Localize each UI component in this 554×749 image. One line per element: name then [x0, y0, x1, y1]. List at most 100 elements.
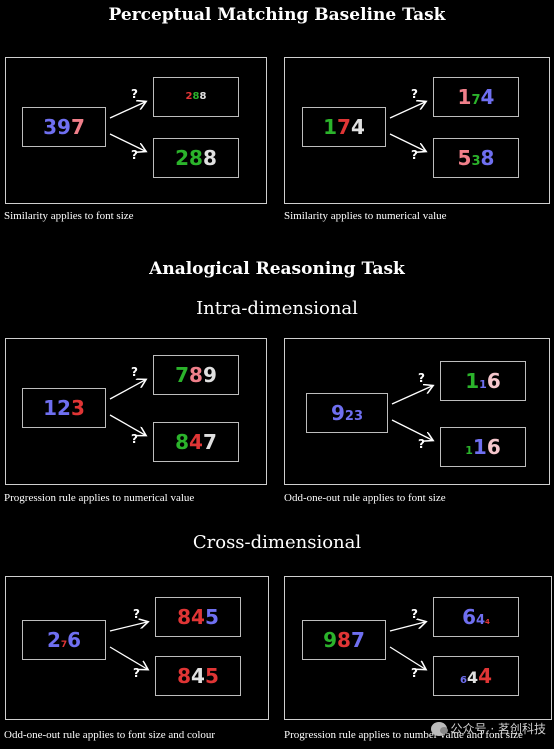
- digit: 4: [466, 668, 479, 687]
- arrow-down: [389, 646, 425, 669]
- digit: 7: [60, 640, 68, 650]
- digit: 1: [472, 435, 487, 459]
- digit: 1: [465, 444, 473, 457]
- digit: 8: [202, 146, 217, 170]
- digit: 3: [70, 396, 85, 420]
- digit: 6: [486, 435, 501, 459]
- digit: 8: [337, 628, 351, 652]
- watermark: 公众号 · 茗创科技: [430, 720, 546, 737]
- question-mark: ?: [133, 607, 140, 621]
- digit: 8: [192, 91, 200, 102]
- panel-caption: Similarity applies to numerical value: [284, 210, 447, 222]
- arrow-up: [389, 102, 425, 119]
- digit: 8: [189, 146, 203, 170]
- digit: 7: [337, 115, 351, 139]
- task-panel: [5, 338, 267, 485]
- arrow-up: [109, 380, 145, 400]
- digit: 7: [350, 628, 365, 652]
- question-mark: ?: [131, 432, 138, 446]
- digit: 2: [185, 91, 193, 102]
- task-panel: [284, 576, 552, 720]
- digit: 9: [330, 401, 345, 425]
- question-mark: ?: [411, 87, 418, 101]
- question-mark: ?: [411, 607, 418, 621]
- digit: 9: [57, 115, 71, 139]
- digit: 2: [175, 146, 190, 170]
- digit: 5: [204, 605, 219, 629]
- panel-caption: Similarity applies to font size: [4, 210, 134, 222]
- task-panel: [284, 57, 550, 204]
- arrow-down: [109, 414, 145, 435]
- question-mark: ?: [411, 148, 418, 162]
- digit: 6: [67, 628, 82, 652]
- arrow-up: [389, 622, 425, 632]
- digit: 1: [465, 369, 480, 393]
- chat-bubble-icon: [430, 721, 448, 736]
- digit: 4: [189, 430, 203, 454]
- task-panel: [284, 338, 550, 485]
- question-mark: ?: [411, 666, 418, 680]
- digit: 8: [177, 605, 192, 629]
- digit: 8: [175, 430, 190, 454]
- cross-dimensional-title: Cross-dimensional: [192, 532, 362, 553]
- intra-dimensional-title: Intra-dimensional: [196, 298, 358, 319]
- digit: 8: [189, 363, 203, 387]
- digit: 6: [486, 369, 501, 393]
- task-panel: [5, 57, 267, 204]
- digit: 4: [191, 605, 205, 629]
- arrow-down: [109, 646, 147, 669]
- question-mark: ?: [133, 666, 140, 680]
- arrow-up: [391, 386, 432, 405]
- arrow-down: [109, 133, 145, 151]
- panel-caption: Progression rule applies to numerical va…: [4, 492, 195, 504]
- digit: 1: [457, 85, 472, 109]
- analogical-title: Analogical Reasoning Task: [149, 259, 405, 279]
- digit: 3: [353, 409, 363, 424]
- digit: 7: [175, 363, 190, 387]
- digit: 6: [462, 605, 476, 629]
- digit: 4: [476, 613, 486, 628]
- digit: 3: [471, 154, 481, 169]
- digit: 5: [204, 664, 219, 688]
- panel-caption: Odd-one-out rule applies to font size an…: [4, 729, 216, 741]
- digit: 1: [43, 396, 58, 420]
- digit: 9: [323, 628, 338, 652]
- digit: 6: [459, 675, 467, 686]
- digit: 7: [471, 93, 481, 108]
- digit: 2: [57, 396, 71, 420]
- arrow-up: [109, 102, 145, 119]
- digit: 4: [480, 85, 495, 109]
- digit: 3: [43, 115, 58, 139]
- digit: 7: [202, 430, 217, 454]
- baseline-title: Perceptual Matching Baseline Task: [108, 5, 446, 25]
- panel-caption: Progression rule applies to number value…: [284, 729, 523, 741]
- digit: 4: [350, 115, 365, 139]
- arrow-up: [109, 622, 147, 632]
- digit: 8: [177, 664, 192, 688]
- question-mark: ?: [418, 437, 425, 451]
